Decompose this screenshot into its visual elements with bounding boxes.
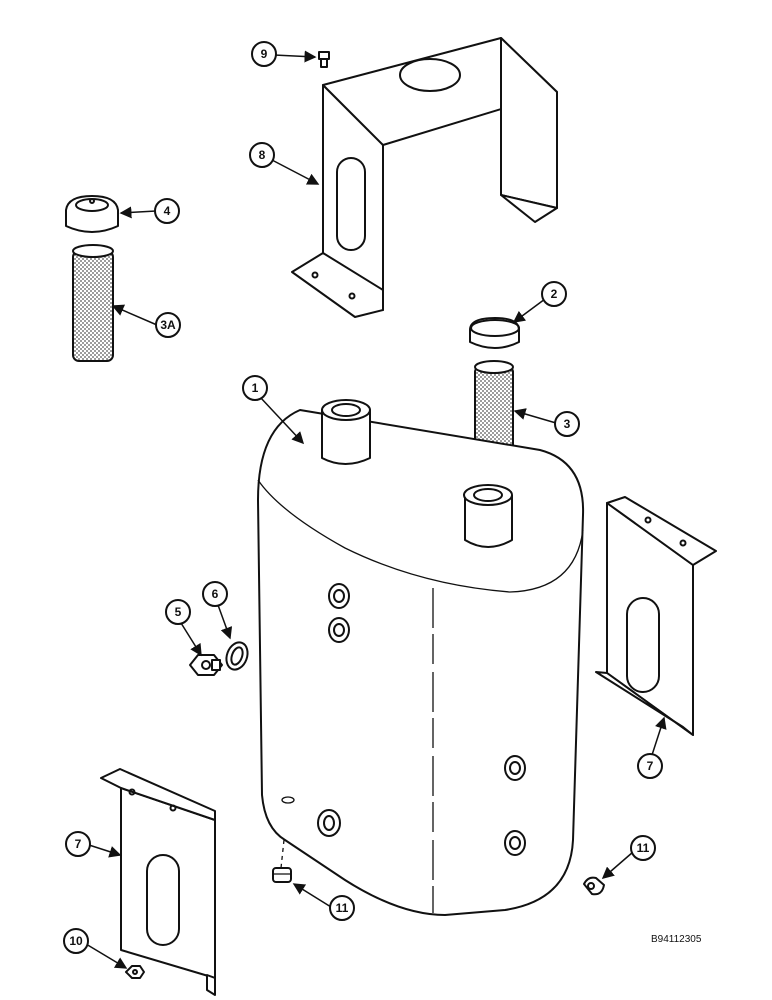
callout-2: 2: [541, 281, 567, 307]
fitting-5: [189, 654, 223, 676]
bolt-9: [318, 51, 330, 68]
callout-label: 5: [175, 605, 182, 619]
callout-4: 4: [154, 198, 180, 224]
callout-6: 6: [202, 581, 228, 607]
callout-7-left: 7: [65, 831, 91, 857]
callout-label: 3: [564, 417, 571, 431]
callout-label: 1: [252, 381, 259, 395]
plug-11-left: [272, 867, 292, 883]
callout-label: 3A: [160, 318, 176, 332]
callout-label: 2: [551, 287, 558, 301]
filler-cap-4: [65, 195, 119, 233]
upper-bracket: [291, 37, 558, 318]
callout-5: 5: [165, 599, 191, 625]
callout-11-right: 11: [630, 835, 656, 861]
callout-label: 10: [69, 934, 83, 948]
right-bracket-7: [595, 496, 717, 736]
leader-lines: [85, 50, 667, 969]
callout-1: 1: [242, 375, 268, 401]
figure-reference: B94112305: [651, 934, 702, 945]
callout-10: 10: [63, 928, 89, 954]
callout-7-right: 7: [637, 753, 663, 779]
callout-label: 8: [259, 148, 266, 162]
callout-11-left: 11: [329, 895, 355, 921]
callout-label: 11: [637, 841, 650, 855]
callout-label: 6: [212, 587, 219, 601]
callout-label: 11: [336, 901, 349, 915]
callout-label: 4: [164, 204, 171, 218]
hydraulic-tank: [257, 399, 585, 916]
left-bracket-7: [100, 768, 216, 996]
nut-10: [125, 965, 145, 979]
callout-label: 7: [647, 759, 654, 773]
callout-9: 9: [251, 41, 277, 67]
filler-cap-2: [469, 317, 520, 349]
callout-8: 8: [249, 142, 275, 168]
plug-11-right: [583, 876, 605, 896]
callout-3: 3: [554, 411, 580, 437]
callout-label: 7: [75, 837, 82, 851]
washer-6: [225, 641, 249, 671]
callout-3a: 3A: [155, 312, 181, 338]
strainer-3a: [72, 244, 114, 362]
callout-label: 9: [261, 47, 268, 61]
